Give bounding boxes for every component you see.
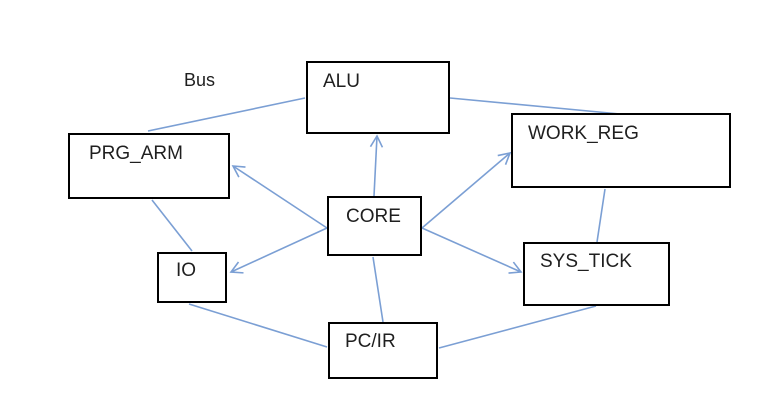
node-work-reg: WORK_REG — [511, 113, 731, 188]
node-alu-label: ALU — [323, 71, 360, 92]
connector-io-pc_ir — [188, 303, 328, 348]
connector-work_reg-sys_tick — [596, 188, 606, 243]
connector-prg_arm-alu — [147, 97, 306, 132]
node-sys-tick: SYS_TICK — [523, 242, 670, 306]
connector-pc_ir-sys_tick — [438, 305, 597, 349]
connector-core-prg_arm — [231, 165, 328, 229]
node-prg-arm-label: PRG_ARM — [89, 143, 183, 164]
connector-prg_arm-io — [151, 199, 193, 252]
node-prg-arm: PRG_ARM — [68, 133, 230, 199]
node-core: CORE — [327, 196, 422, 256]
connector-core-work_reg — [421, 151, 512, 229]
node-sys-tick-label: SYS_TICK — [540, 251, 632, 272]
node-work-reg-label: WORK_REG — [528, 123, 639, 144]
node-core-label: CORE — [346, 206, 401, 227]
connector-core-alu — [369, 134, 384, 197]
connector-alu-work_reg — [449, 97, 621, 115]
node-pc-ir: PC/IR — [328, 322, 438, 379]
node-io: IO — [157, 252, 227, 303]
bus-label: Bus — [184, 70, 216, 90]
connector-core-pc_ir — [372, 256, 384, 323]
connector-core-sys_tick — [421, 227, 523, 274]
node-io-label: IO — [176, 260, 197, 281]
node-alu: ALU — [306, 61, 450, 134]
node-pc-ir-label: PC/IR — [345, 331, 396, 352]
connector-core-io — [229, 227, 328, 274]
